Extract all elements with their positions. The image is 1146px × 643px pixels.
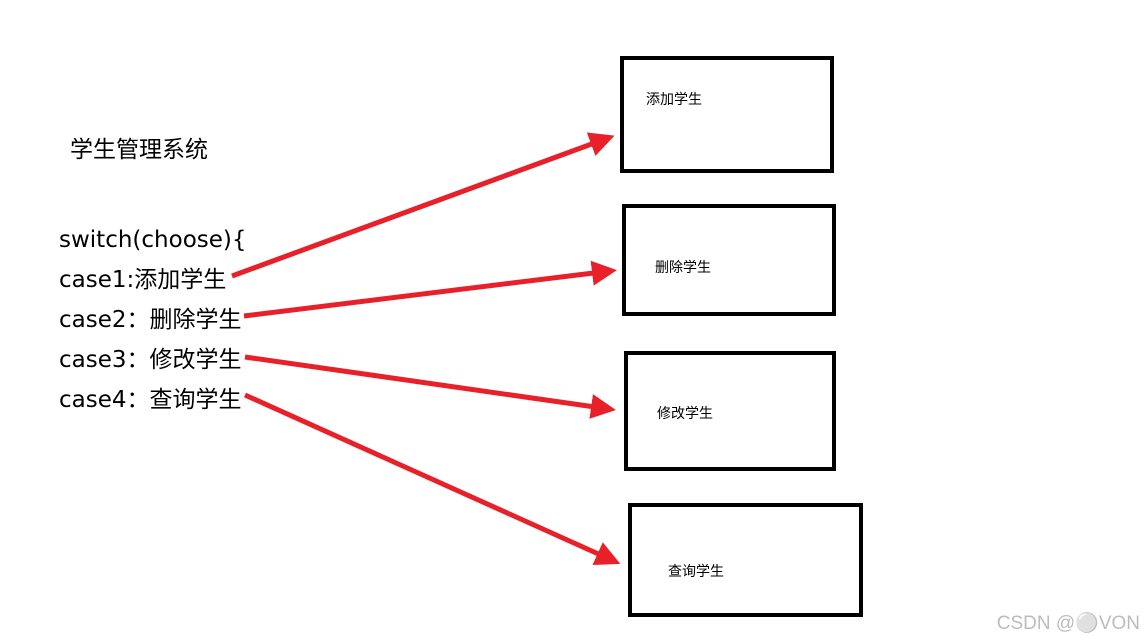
- arrow-case4-to-query: [243, 392, 621, 566]
- box-query-student: 查询学生: [628, 503, 863, 617]
- box-add-student-label: 添加学生: [646, 92, 702, 108]
- arrow-case1-to-add: [231, 132, 615, 279]
- code-line-case1: case1:添加学生: [59, 267, 227, 293]
- box-modify-student: 修改学生: [624, 351, 836, 471]
- box-modify-student-label: 修改学生: [657, 406, 713, 422]
- code-line-case3: case3：修改学生: [59, 347, 242, 373]
- diagram-title: 学生管理系统: [70, 137, 208, 163]
- box-add-student: 添加学生: [620, 56, 834, 173]
- arrow-case3-to-modify: [244, 354, 616, 419]
- switch-code-block: switch(choose){ case1:添加学生 case2：删除学生 ca…: [59, 220, 247, 420]
- box-delete-student-label: 删除学生: [655, 260, 711, 276]
- code-line-switch: switch(choose){: [59, 227, 247, 253]
- box-delete-student: 删除学生: [622, 204, 836, 316]
- box-query-student-label: 查询学生: [668, 564, 724, 580]
- csdn-watermark: CSDN @⚪VON: [996, 613, 1140, 634]
- arrow-case2-to-delete: [243, 260, 617, 319]
- code-line-case4: case4：查询学生: [59, 387, 242, 413]
- code-line-case2: case2：删除学生: [59, 307, 242, 333]
